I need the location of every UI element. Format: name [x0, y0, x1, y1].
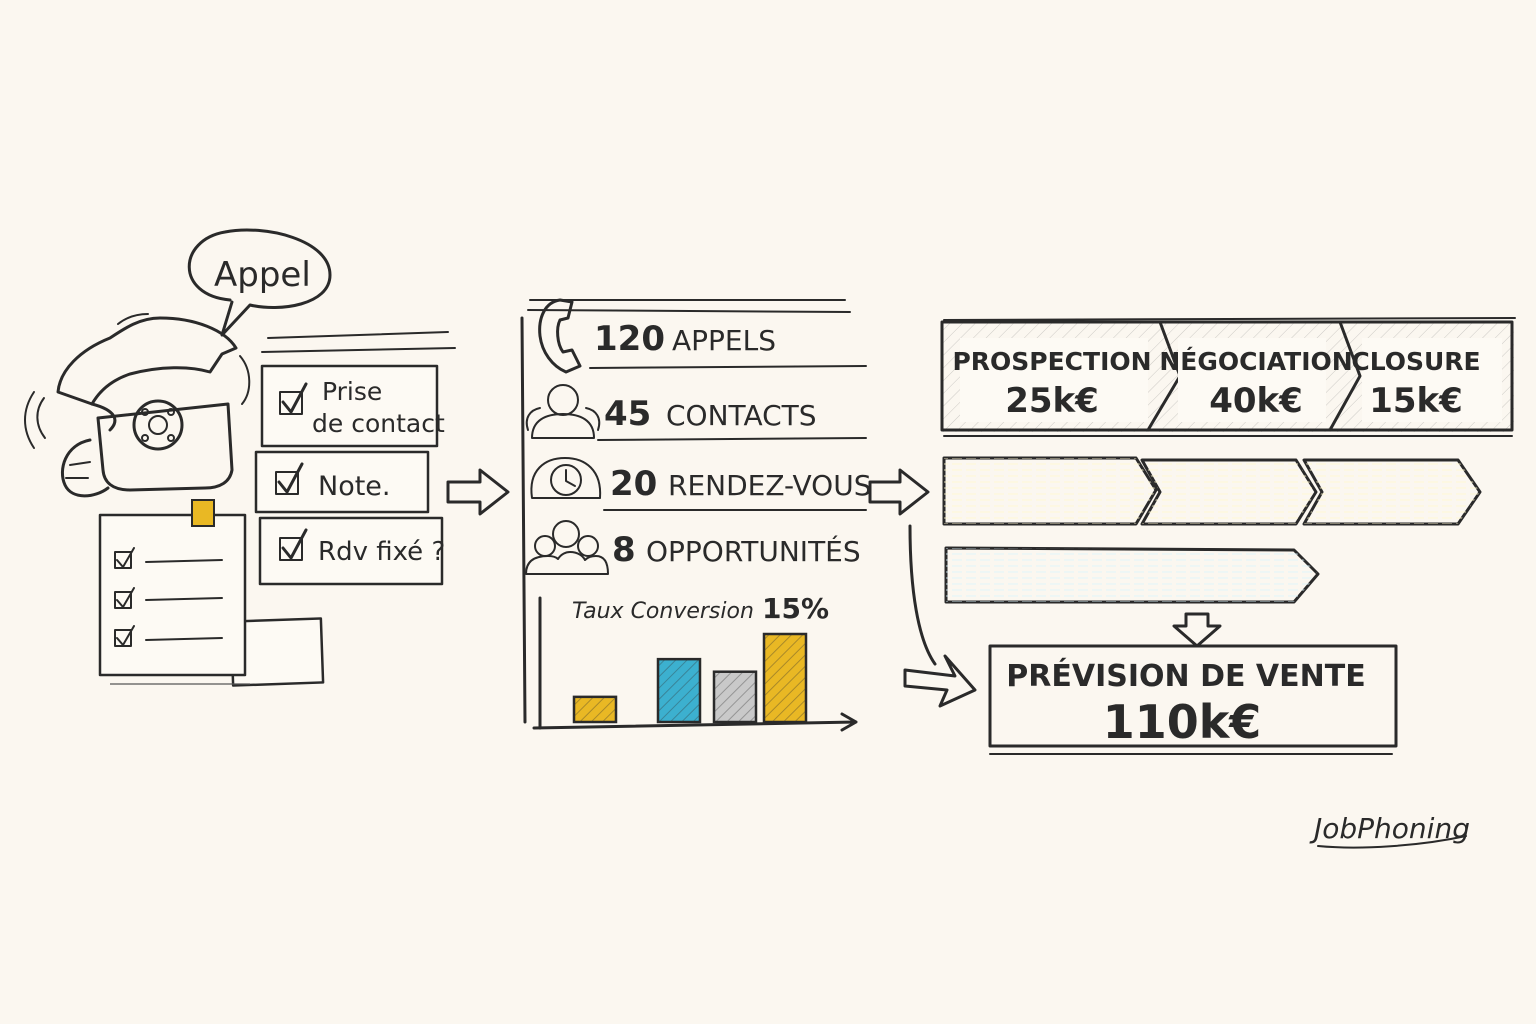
kpi-row-opportunites: 8 OPPORTUNITÉS: [525, 520, 861, 575]
chart-title-label: Taux Conversion: [572, 599, 754, 624]
kpi-label: RENDEZ-VOUS: [668, 469, 871, 502]
stage-value: 15k€: [1369, 381, 1463, 421]
down-arrow-icon: [1172, 612, 1222, 648]
curved-arrow-icon: [903, 524, 977, 708]
brand-logo: JobPhoning: [1309, 812, 1470, 849]
kpi-label: APPELS: [672, 324, 776, 357]
bubble-label: Appel: [214, 255, 311, 295]
forecast-box: PRÉVISION DE VENTE 110k€: [988, 644, 1398, 755]
speech-bubble: Appel: [187, 228, 332, 337]
pipeline-section: PROSPECTION 25k€ NÉGOCIATION 40k€ CLOSUR…: [940, 317, 1516, 755]
stage-header-box: PROSPECTION 25k€ NÉGOCIATION 40k€ CLOSUR…: [940, 317, 1516, 437]
stage-closure: CLOSURE 15k€: [1351, 338, 1502, 422]
clock-icon: [530, 457, 602, 499]
checklist-item-prise-de-contact: Prise de contact: [260, 364, 445, 448]
kpi-row-contacts: 45 CONTACTS: [525, 384, 867, 441]
kpi-panel: 120 APPELS 45 CONTACTS 20 RENDEZ-VOUS: [520, 298, 871, 732]
chart-title-value: 15%: [762, 592, 829, 625]
kpi-label: OPPORTUNITÉS: [646, 534, 861, 568]
checklist-cards: Prise de contact Note. Rdv fixé ?: [254, 331, 456, 586]
kpi-number: 20: [610, 464, 657, 504]
chart-bar-hatching: [714, 671, 756, 722]
stage-value: 40k€: [1209, 381, 1303, 421]
group-icon: [525, 520, 609, 575]
phone-section: Appel: [24, 228, 456, 687]
kpi-number: 8: [612, 530, 636, 570]
stage-negociation: NÉGOCIATION 40k€: [1159, 338, 1353, 422]
stage-value: 25k€: [1005, 381, 1099, 421]
clipboard: [98, 499, 325, 687]
total-bar: [944, 546, 1320, 604]
kpi-label: CONTACTS: [666, 399, 817, 432]
kpi-row-appels: 120 APPELS: [538, 298, 867, 374]
bar-group: [572, 632, 808, 724]
forecast-label: PRÉVISION DE VENTE: [1006, 658, 1365, 694]
telephone-icon: [24, 313, 251, 498]
stage-name: CLOSURE: [1351, 347, 1480, 376]
person-icon: [525, 384, 601, 439]
stage-name: PROSPECTION: [952, 347, 1151, 376]
conversion-chart: Taux Conversion 15%: [532, 592, 858, 732]
phone-icon: [538, 298, 582, 374]
checklist-item-note: Note.: [254, 450, 430, 514]
checklist-label: Prise: [322, 377, 382, 406]
chart-bar-hatching: [574, 696, 616, 722]
stage-name: NÉGOCIATION: [1159, 347, 1352, 376]
kpi-row-rendez-vous: 20 RENDEZ-VOUS: [530, 457, 871, 511]
forecast-value: 110k€: [1103, 695, 1262, 749]
chart-bar-hatching: [764, 634, 806, 722]
kpi-number: 120: [594, 319, 665, 359]
chart-bar-hatching: [658, 659, 700, 722]
stage-prospection: PROSPECTION 25k€: [952, 338, 1152, 422]
checklist-label-line2: de contact: [312, 409, 445, 438]
checklist-label: Rdv fixé ?: [318, 537, 445, 567]
kpi-number: 45: [604, 394, 651, 434]
flow-arrow-right-icon: [446, 468, 510, 516]
checklist-item-rdv-fixe: Rdv fixé ?: [258, 516, 445, 586]
flow-arrow-right-icon: [868, 468, 930, 516]
checklist-label: Note.: [318, 471, 391, 502]
stage-progress-bar: [942, 456, 1482, 526]
